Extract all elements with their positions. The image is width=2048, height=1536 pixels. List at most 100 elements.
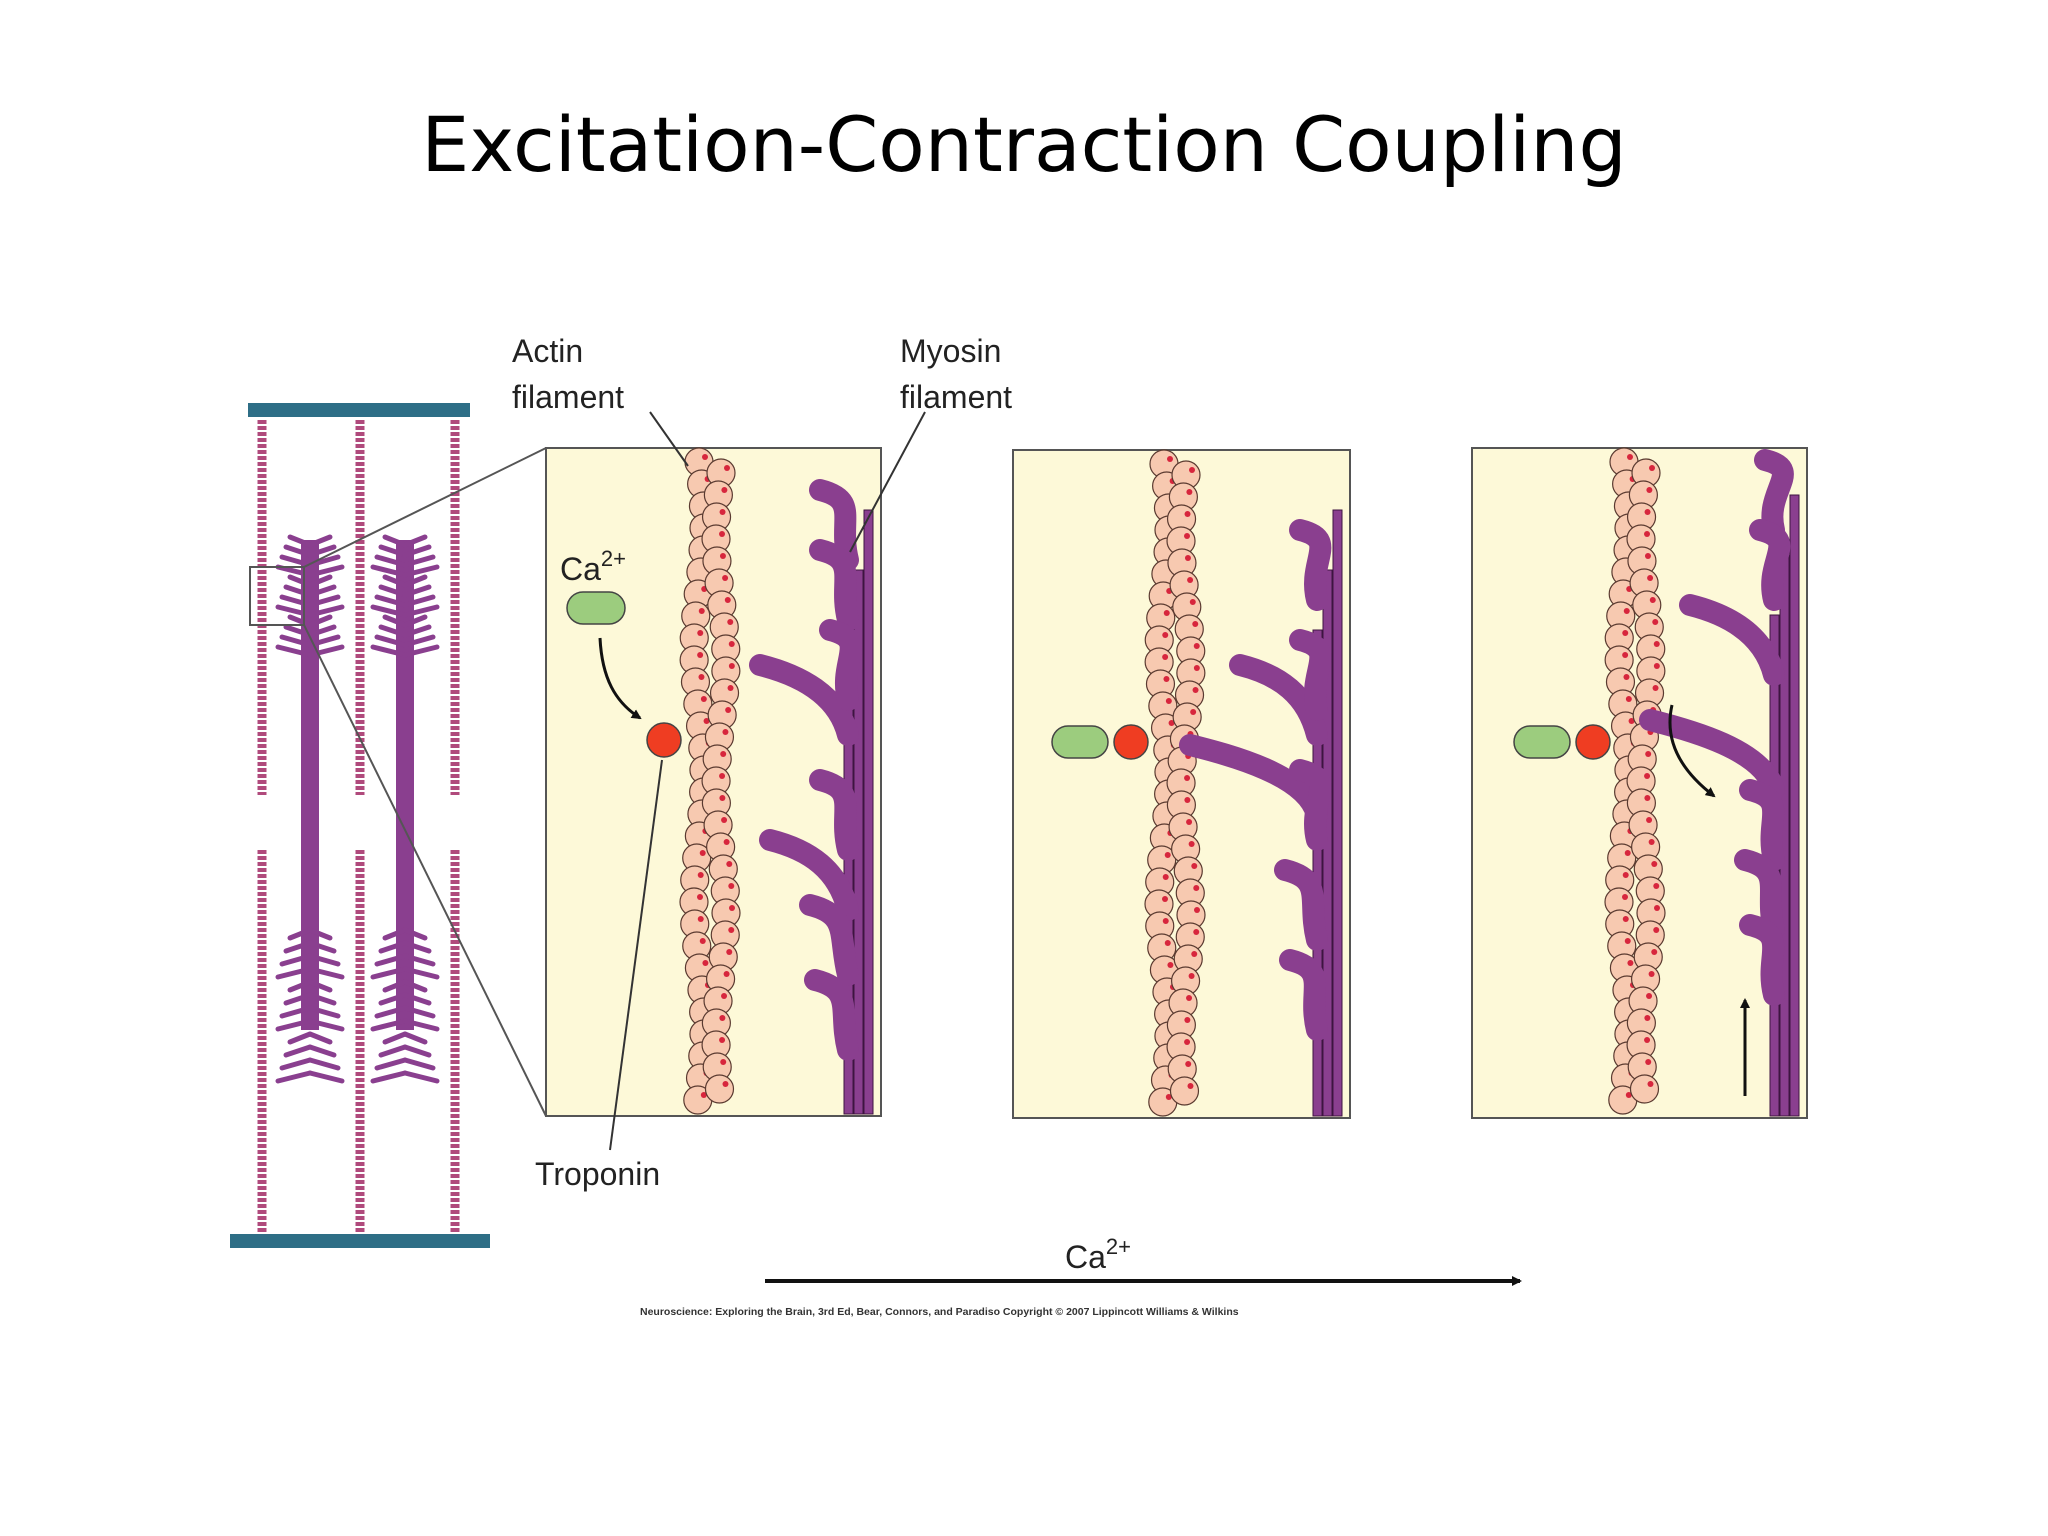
myosin-binding-site (1193, 885, 1200, 891)
myosin-binding-site (726, 949, 733, 955)
thick-filament-head (283, 1044, 313, 1058)
myosin-binding-site (1646, 817, 1653, 823)
myosin-binding-site (1625, 1092, 1632, 1098)
troponin-leader-line (609, 759, 663, 1151)
actin-bead (1169, 1076, 1200, 1106)
myosin-binding-site (1653, 883, 1660, 889)
myosin-binding-site (1644, 1015, 1651, 1021)
thick-filament-head (378, 1044, 408, 1058)
thick-filament-head (283, 992, 313, 1006)
myosin-binding-site (725, 707, 732, 713)
thick-filament-head (307, 1044, 337, 1058)
troponin-1 (646, 722, 682, 758)
myosin-head (809, 769, 859, 861)
myosin-backbone (1332, 509, 1343, 1117)
thick-filament-head (378, 940, 408, 954)
myosin-binding-site (698, 608, 705, 614)
myosin-binding-site (1628, 718, 1635, 724)
actin-label-line2: filament (512, 379, 624, 415)
thick-filament-head (374, 1057, 408, 1071)
myosin-binding-site (699, 850, 706, 856)
thick-filament-head (402, 544, 432, 558)
myosin-head (1734, 849, 1785, 941)
thick-filament-head (402, 953, 436, 967)
thick-filament-head (307, 574, 333, 588)
calcium-axis-label: Ca2+ (1065, 1234, 1131, 1275)
thick-filament-head (378, 544, 408, 558)
thick-filament-head (374, 594, 408, 608)
thick-filament-head (402, 1070, 440, 1084)
thick-filament-head (382, 574, 408, 588)
troponin-3 (1575, 724, 1611, 760)
slide-title: Excitation-Contraction Coupling (421, 100, 1627, 189)
myosin-binding-site (1193, 665, 1200, 671)
myosin-binding-site (1184, 555, 1191, 561)
myosin-binding-site (1192, 621, 1199, 627)
myosin-head (809, 539, 859, 631)
thick-filament-head (402, 614, 428, 628)
myosin-binding-site (719, 1037, 726, 1043)
thick-filament-head (307, 644, 345, 658)
thick-filament-head (275, 966, 313, 980)
myosin-binding-site (1624, 850, 1631, 856)
thick-filament-head (402, 940, 432, 954)
thick-filament-head (374, 634, 408, 648)
thick-filament-head (279, 1005, 313, 1019)
myosin-binding-site (697, 652, 704, 658)
myosin-binding-site (1187, 1083, 1194, 1089)
myosin-binding-site (1654, 905, 1660, 911)
myosin-binding-site (1194, 907, 1200, 913)
thick-filament-head (307, 940, 337, 954)
myosin-binding-site (1627, 960, 1634, 966)
thick-filament-head (402, 1018, 440, 1032)
myosin-binding-site (724, 597, 731, 603)
myosin-binding-site (1622, 652, 1629, 658)
myosin-binding-site (1163, 676, 1170, 682)
actin-leader-line (649, 411, 689, 467)
myosin-binding-site (1645, 751, 1652, 757)
thick-filament-head (402, 992, 432, 1006)
myosin-binding-site (728, 883, 735, 889)
thick-filament-head (402, 624, 432, 638)
thick-filament-head (378, 624, 408, 638)
myosin-binding-site (1191, 951, 1198, 957)
myosin-binding-site (1623, 674, 1630, 680)
myosin-binding-site (697, 916, 704, 922)
myosin-binding-site (728, 663, 735, 669)
thick-filament-head (370, 1018, 408, 1032)
myosin-binding-site (697, 630, 704, 636)
myosin-binding-site (1164, 852, 1171, 858)
myosin-binding-site (1623, 608, 1630, 614)
thick-filament-head (307, 594, 341, 608)
copyright-credit: Neuroscience: Exploring the Brain, 3rd E… (640, 1306, 1239, 1318)
myosin-binding-site (1647, 575, 1654, 581)
thick-filament-head (370, 1070, 408, 1084)
thick-filament-head (307, 979, 333, 993)
thick-filament-head (402, 927, 428, 941)
thick-filament-head (275, 1070, 313, 1084)
myosin-binding-site (699, 938, 706, 944)
myosin-binding-site (1167, 456, 1173, 462)
myosin-binding-site (1644, 795, 1651, 801)
myosin-label-line1: Myosin (900, 333, 1001, 369)
troponin-label: Troponin (535, 1156, 660, 1192)
actin-label-line1: Actin (512, 333, 583, 369)
myosin-head (1754, 449, 1794, 541)
myosin-binding-site (721, 487, 728, 493)
myosin-head (1289, 629, 1332, 721)
myosin-binding-site (1622, 916, 1629, 922)
thick-filament-head (279, 953, 313, 967)
myosin-binding-site (1647, 1081, 1654, 1087)
thick-filament-head (307, 1031, 333, 1045)
panel-2 (1012, 449, 1351, 1119)
thick-filament-head (283, 584, 313, 598)
myosin-binding-site (1653, 641, 1660, 647)
thick-filament-head (402, 554, 436, 568)
myosin-binding-site (728, 905, 735, 911)
thick-filament-head (374, 953, 408, 967)
myosin-head (1289, 759, 1332, 851)
myosin-binding-site (697, 894, 704, 900)
thick-filament-head (382, 927, 408, 941)
myosin-binding-site (721, 993, 728, 999)
